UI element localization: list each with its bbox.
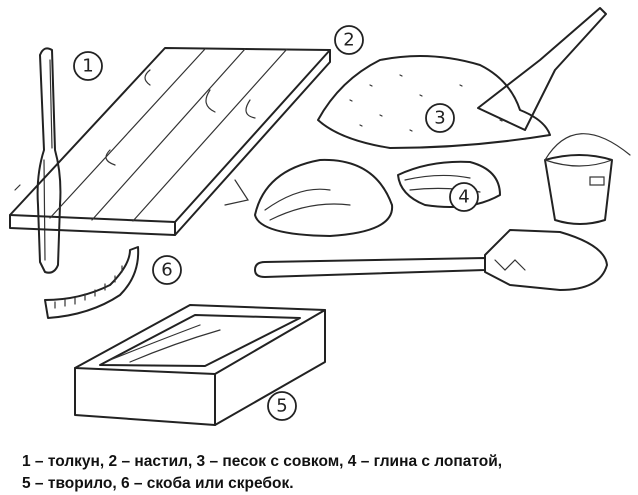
svg-text:1: 1	[82, 56, 93, 77]
bucket-drawing	[544, 133, 631, 225]
shovel-drawing	[254, 229, 608, 291]
tamper-drawing	[36, 47, 62, 274]
marker-2: 2	[334, 25, 364, 55]
svg-text:2: 2	[343, 30, 354, 51]
svg-text:5: 5	[276, 396, 287, 417]
svg-text:4: 4	[458, 187, 469, 208]
mortar-box-drawing	[74, 304, 326, 426]
sand-drawing	[317, 7, 607, 149]
figure-caption: 1 – толкун, 2 – настил, 3 – песок с совк…	[22, 451, 622, 495]
svg-text:6: 6	[161, 260, 172, 281]
marker-6: 6	[152, 255, 182, 285]
caption-line-1: 1 – толкун, 2 – настил, 3 – песок с совк…	[22, 453, 503, 470]
svg-text:3: 3	[434, 108, 445, 129]
marker-5: 5	[267, 391, 297, 421]
marker-1: 1	[73, 51, 103, 81]
caption-line-2: 5 – творило, 6 – скоба или скребок.	[22, 475, 294, 492]
clay-drawing	[254, 158, 501, 237]
platform-drawing	[9, 47, 331, 236]
tools-illustration: 1 2 3 4 5 6	[9, 7, 631, 426]
marker-4: 4	[449, 182, 479, 212]
scraper-drawing	[44, 246, 140, 319]
marker-3: 3	[425, 103, 455, 133]
